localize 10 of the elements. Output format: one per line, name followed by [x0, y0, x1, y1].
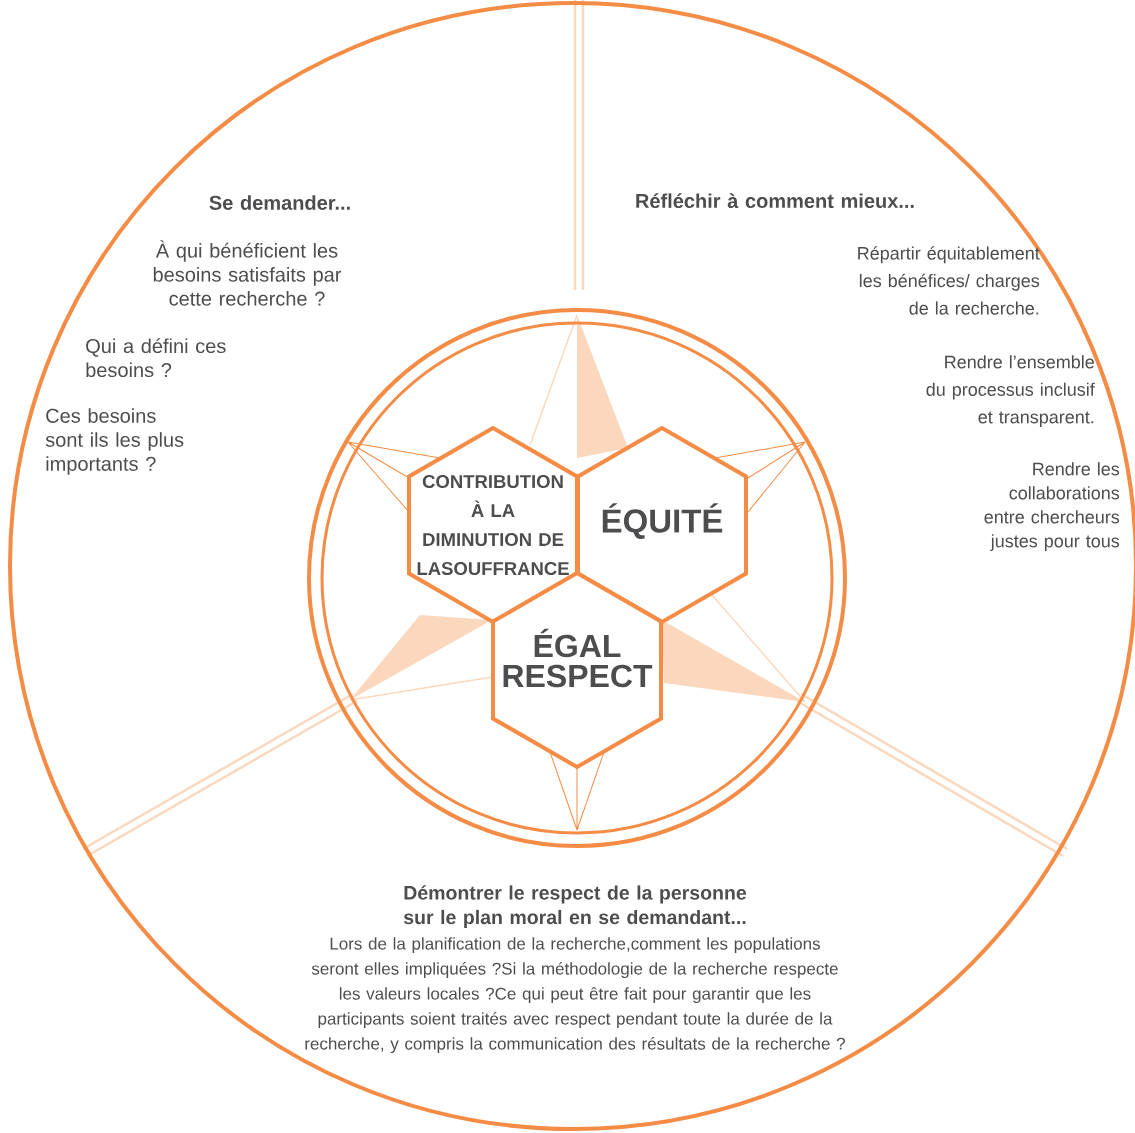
question-text: Rendre les collaborations entre chercheurs justes pour tous [984, 462, 1120, 551]
question-text: Qui a défini ces besoins ? [86, 338, 226, 378]
heading: Se demander... [209, 195, 350, 210]
question-text: À qui bénéficient les besoins satisfaits par cette recherche ? [153, 240, 342, 306]
question-text: Lors de la planification de la recherche,comment les populations seront elles impliquées ?Si la méthodologie de la recherche respecte les valeurs locales ?Ce qui peut être fait pour garantir que les participants soient traités avec respect pendant toute la durée de la recherche, y compris la communication des résultats de la recherche ? [305, 937, 845, 1054]
heading: Démontrer le respect de la personne sur le plan moral en se demandant... [403, 885, 747, 929]
heading: Réfléchir à comment mieux... [636, 193, 914, 209]
question-text: Répartir équitablement les bénéfices/ charges de la recherche. [858, 246, 1040, 315]
question-text: Rendre l’ensemble du processus inclusif et transparent. [926, 355, 1095, 427]
question-text: Ces besoins sont ils les plus importants ? [45, 408, 184, 475]
